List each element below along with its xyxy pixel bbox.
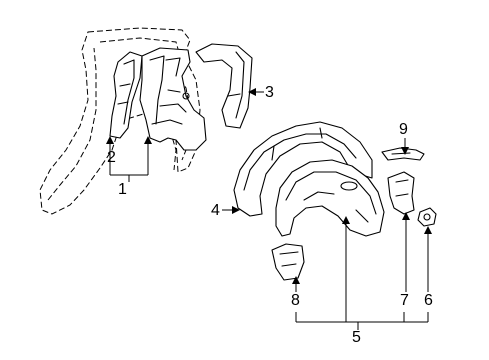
callout-2: 2 (107, 149, 116, 166)
callout-5: 5 (352, 329, 361, 346)
bracket-part-6 (417, 207, 437, 227)
callout-4: 4 (211, 202, 220, 219)
brace-part-7 (387, 171, 415, 215)
callout-6: 6 (424, 292, 433, 309)
wheelhouse-inner-part-5 (275, 159, 385, 237)
leader-lines (106, 88, 432, 330)
reinforcement-part-8 (271, 243, 305, 281)
callout-8: 8 (291, 292, 300, 309)
callout-7: 7 (400, 292, 409, 309)
pillar-reinforcement-part-3 (195, 43, 253, 129)
inner-pillar-part-2 (109, 51, 143, 139)
callout-1: 1 (118, 181, 127, 198)
inner-panel-part-1 (139, 47, 207, 151)
callout-3: 3 (265, 84, 274, 101)
callout-9: 9 (399, 121, 408, 138)
